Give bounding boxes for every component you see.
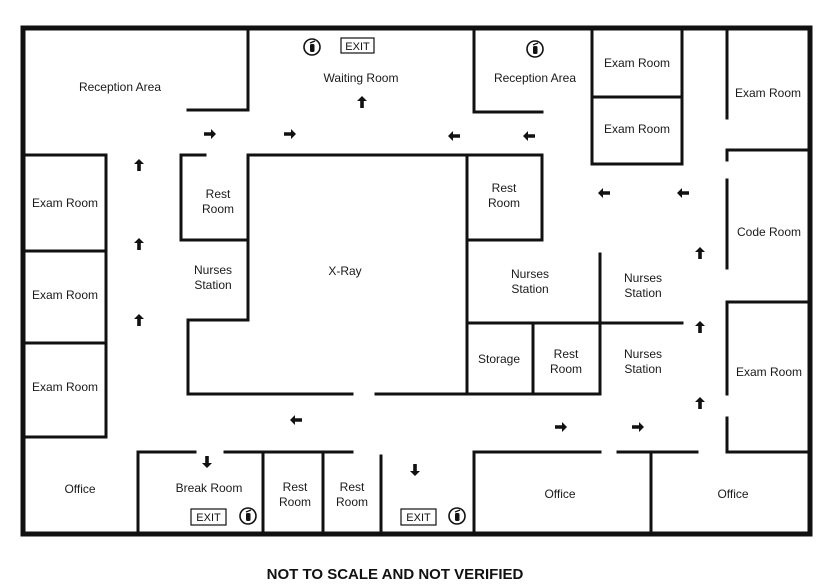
room-label-nurses-center-1: Nurses — [511, 267, 549, 281]
evacuation-arrow-icon — [134, 159, 144, 171]
room-label-nurses-right-lower-2: Station — [624, 362, 661, 376]
interior-walls — [21, 26, 812, 536]
evacuation-arrow-icon — [448, 131, 460, 141]
room-label-rest-room-left-1: Rest — [206, 187, 231, 201]
evacuation-arrow-icon — [204, 129, 216, 139]
room-label-office-bottom-left: Office — [64, 482, 95, 496]
outer-wall — [20, 25, 813, 537]
exit-sign-icon: EXIT — [400, 508, 437, 526]
evacuation-arrow-icon — [695, 397, 705, 409]
room-label-nurses-right-upper-2: Station — [624, 286, 661, 300]
room-label-reception-left: Reception Area — [79, 80, 161, 94]
room-label-exam-far-right-bottom: Exam Room — [736, 365, 802, 379]
room-label-exam-far-right-top: Exam Room — [735, 86, 801, 100]
room-label-rest-room-bottom-2b: Room — [336, 495, 368, 509]
evacuation-arrow-icon — [284, 129, 296, 139]
room-label-nurses-left-2: Station — [194, 278, 231, 292]
exit-sign-icon: EXIT — [340, 37, 375, 54]
room-label-exam-top-2: Exam Room — [604, 122, 670, 136]
room-label-waiting-room: Waiting Room — [324, 71, 399, 85]
evacuation-arrow-icon — [523, 131, 535, 141]
exit-sign-label: EXIT — [345, 41, 370, 53]
room-label-rest-room-left-2: Room — [202, 202, 234, 216]
evacuation-arrow-icon — [695, 321, 705, 333]
room-label-nurses-right-upper-1: Nurses — [624, 271, 662, 285]
room-label-rest-room-lower-2: Room — [550, 362, 582, 376]
evacuation-arrow-icon — [357, 96, 367, 108]
evacuation-arrow-icon — [134, 238, 144, 250]
room-label-office-bottom-center: Office — [544, 487, 575, 501]
room-label-nurses-center-2: Station — [511, 282, 548, 296]
room-label-rest-room-bottom-2a: Rest — [340, 480, 365, 494]
footer-disclaimer: NOT TO SCALE AND NOT VERIFIED — [266, 566, 524, 583]
evacuation-arrow-icon — [632, 422, 644, 432]
evacuation-arrow-icon — [290, 415, 302, 425]
room-label-code-room: Code Room — [737, 225, 801, 239]
exit-sign-label: EXIT — [406, 512, 431, 524]
room-label-rest-room-bottom-1b: Room — [279, 495, 311, 509]
evacuation-arrow-icon — [598, 188, 610, 198]
evacuation-arrow-icon — [134, 314, 144, 326]
room-label-xray: X-Ray — [328, 264, 361, 278]
room-label-exam-left-3: Exam Room — [32, 380, 98, 394]
fire-extinguisher-icon — [303, 38, 321, 56]
room-label-exam-left-2: Exam Room — [32, 288, 98, 302]
evacuation-arrow-icon — [677, 188, 689, 198]
exit-sign-icon: EXIT — [190, 508, 227, 526]
room-label-exam-left-1: Exam Room — [32, 196, 98, 210]
room-label-reception-right: Reception Area — [494, 71, 576, 85]
evacuation-arrows — [134, 96, 705, 476]
room-label-break-room: Break Room — [176, 481, 243, 495]
room-label-rest-room-right-1: Rest — [492, 181, 517, 195]
room-label-nurses-left-1: Nurses — [194, 263, 232, 277]
room-label-storage: Storage — [478, 352, 520, 366]
room-label-rest-room-right-2: Room — [488, 196, 520, 210]
evacuation-arrow-icon — [695, 247, 705, 259]
room-label-office-bottom-right: Office — [717, 487, 748, 501]
room-label-exam-top-1: Exam Room — [604, 56, 670, 70]
evacuation-arrow-icon — [202, 456, 212, 468]
fire-extinguisher-icon — [448, 507, 466, 525]
room-label-nurses-right-lower-1: Nurses — [624, 347, 662, 361]
exit-sign-label: EXIT — [196, 512, 221, 524]
floor-plan: Reception Area Waiting Room Reception Ar… — [20, 25, 813, 537]
evacuation-arrow-icon — [410, 464, 420, 476]
fire-extinguisher-icon — [239, 507, 257, 525]
room-label-rest-room-lower-1: Rest — [554, 347, 579, 361]
evacuation-arrow-icon — [555, 422, 567, 432]
room-label-rest-room-bottom-1a: Rest — [283, 480, 308, 494]
fire-extinguisher-icon — [526, 40, 544, 58]
